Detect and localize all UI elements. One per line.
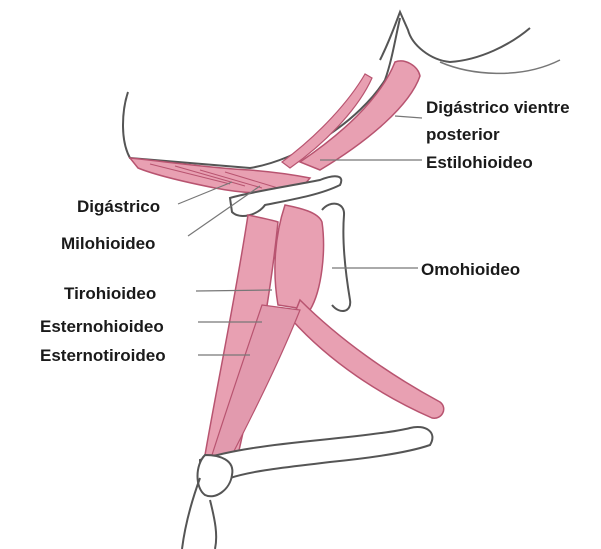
label-digastrico: Digástrico	[77, 196, 160, 217]
label-esternohioideo: Esternohioideo	[40, 316, 164, 337]
label-digastrico-vientre-posterior-line1: Digástrico vientre	[426, 97, 570, 118]
label-milohioideo: Milohioideo	[61, 233, 155, 254]
label-omohioideo: Omohioideo	[421, 259, 520, 280]
label-esternotiroideo: Esternotiroideo	[40, 345, 166, 366]
label-digastrico-vientre-posterior-line2: posterior	[426, 124, 500, 145]
label-estilohioideo: Estilohioideo	[426, 152, 533, 173]
thyrohyoid-muscle	[275, 205, 324, 310]
label-tirohioideo: Tirohioideo	[64, 283, 156, 304]
